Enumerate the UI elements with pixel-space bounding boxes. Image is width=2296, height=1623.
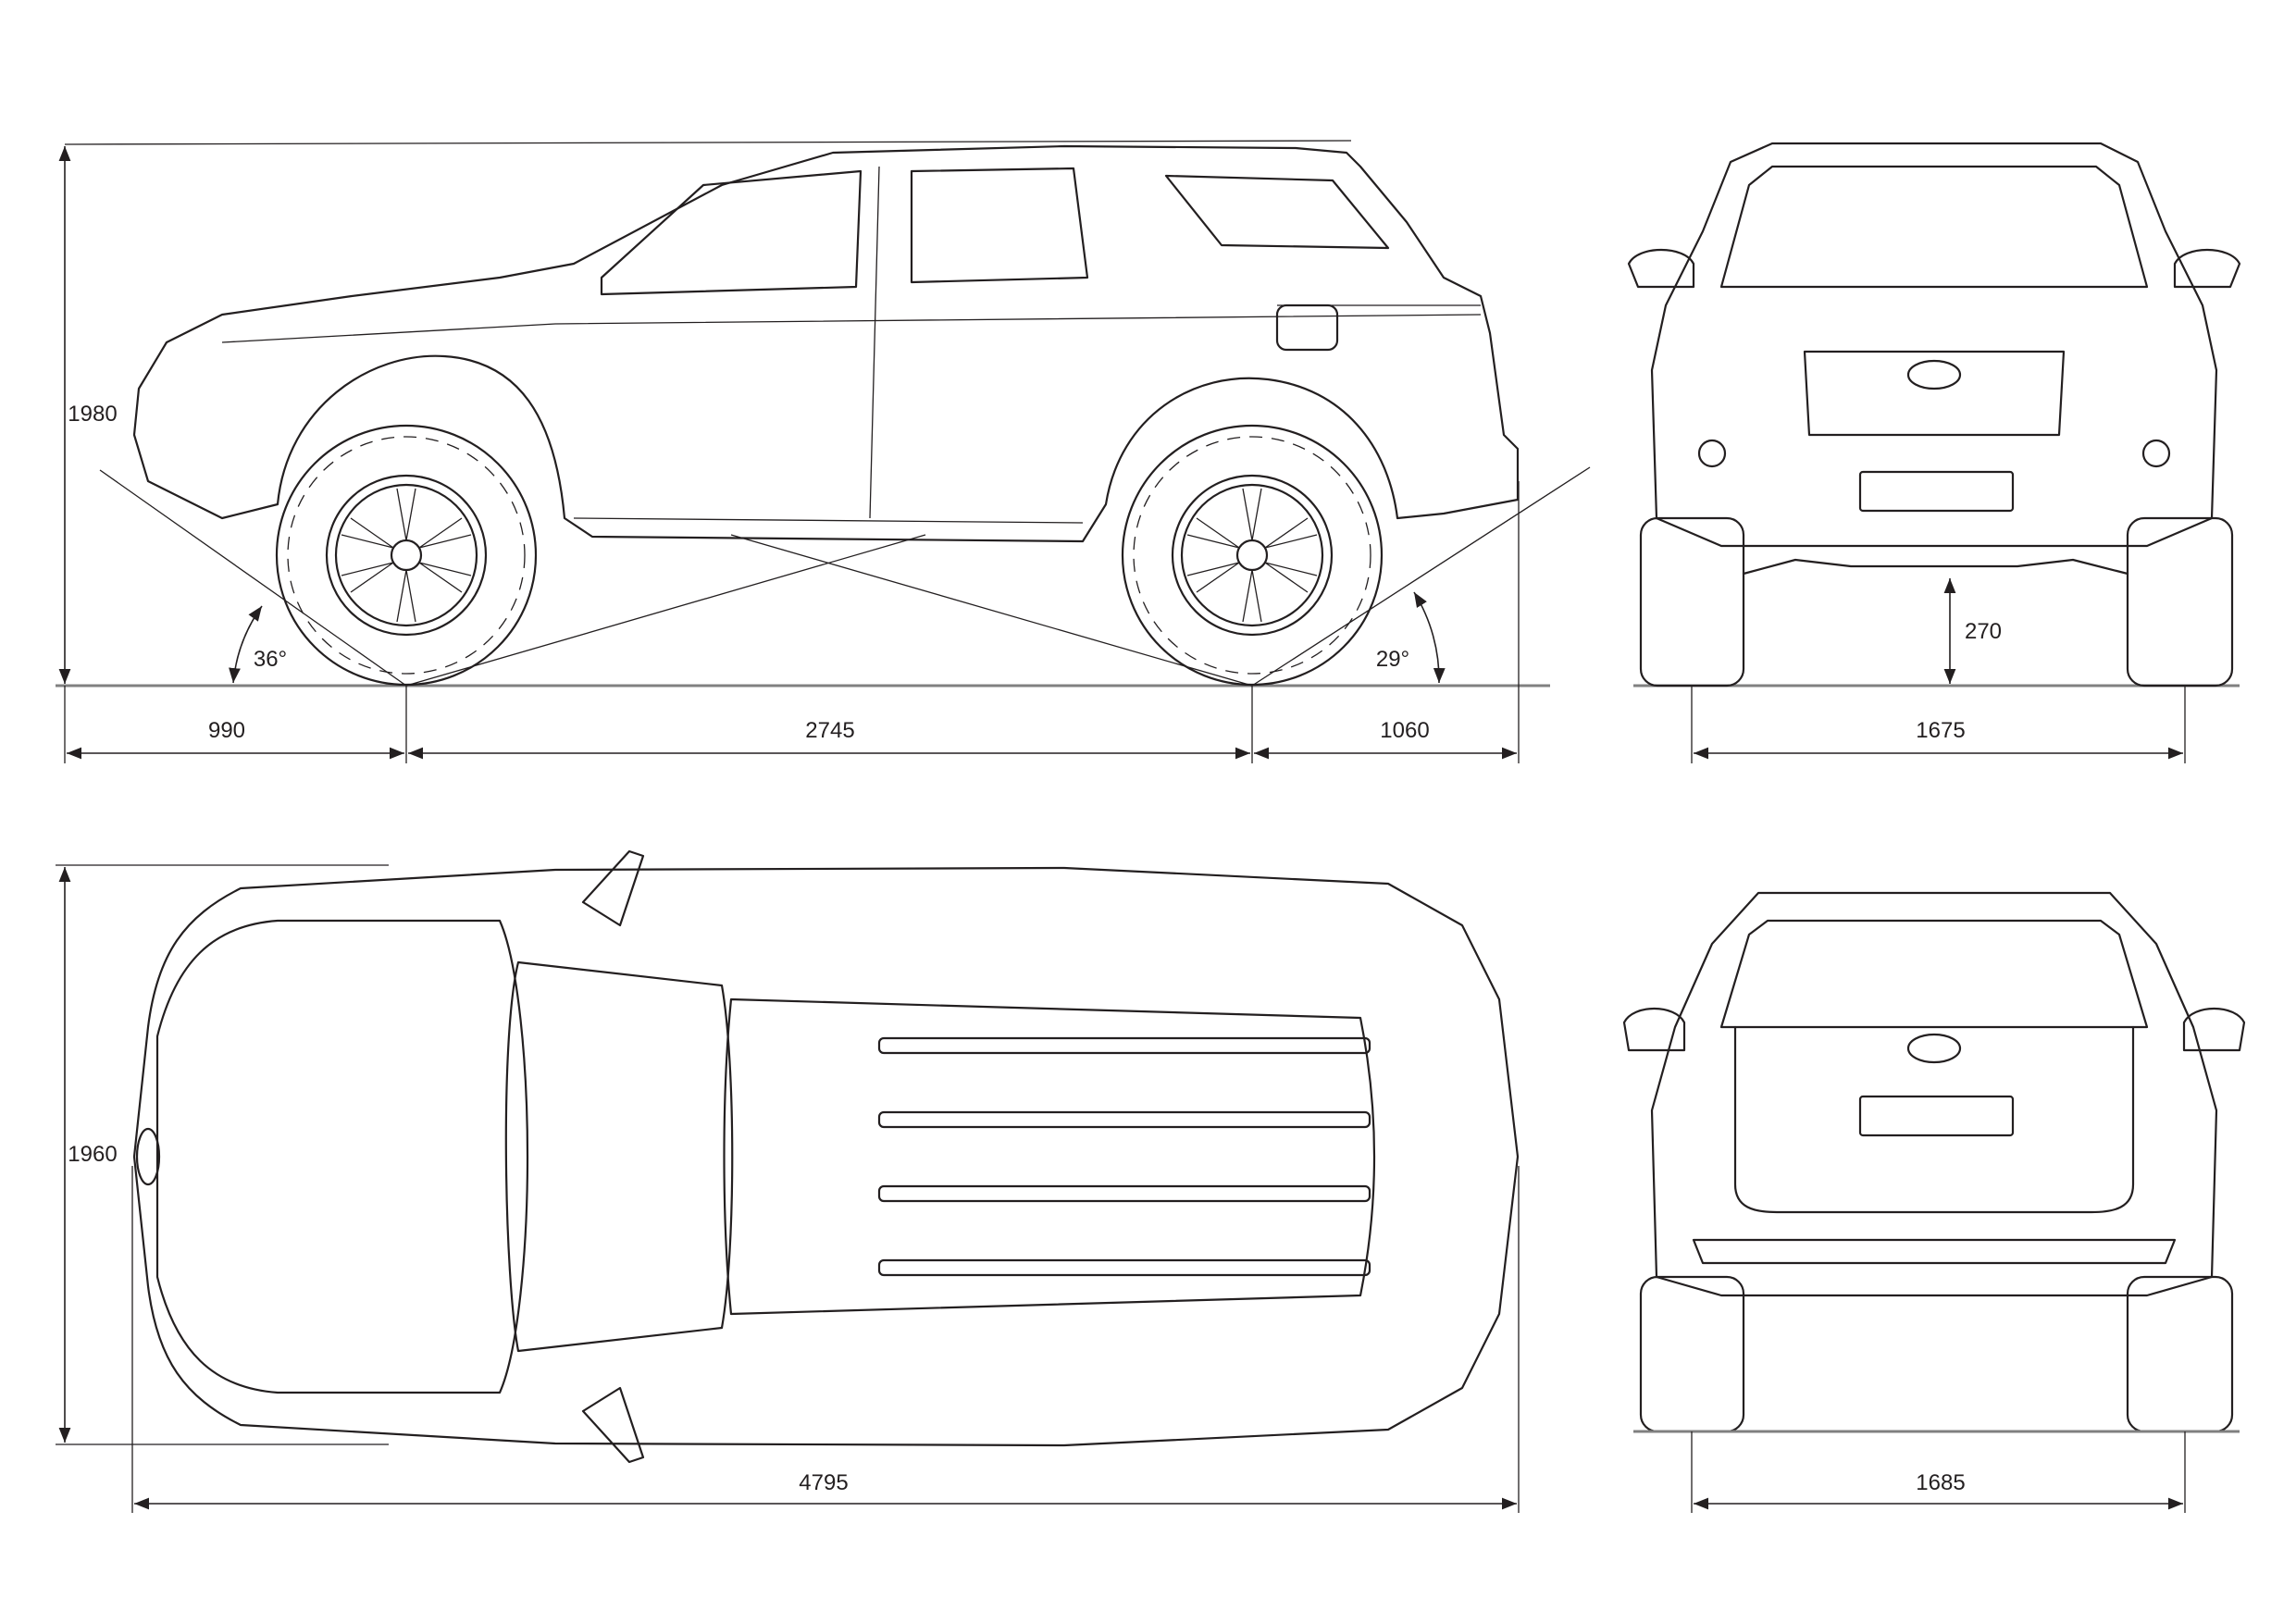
side-mirrors [1627,248,2241,289]
top-view [56,849,1520,1513]
top-mirrors [581,849,645,1464]
approach-angle-line [99,469,407,687]
front-grille [1803,350,2066,437]
fuel-door [1275,304,1339,352]
height-label: 1980 [68,402,118,427]
height-reference-line [64,140,1352,145]
front-track-label: 1675 [1916,718,1966,743]
front-license-plate [1858,470,2015,513]
rear-left-tire [1639,1275,1745,1433]
front-left-tire [1639,516,1745,688]
ground-clearance-label: 270 [1964,619,2003,644]
front-overhang-label: 990 [207,718,246,743]
breakover-line-rear [730,534,1253,687]
rear-window [1719,919,2149,1029]
front-body-outline [1650,142,2218,548]
rear-emblem [1906,1033,1962,1064]
rear-track-label: 1685 [1916,1470,1966,1495]
front-view [1627,142,2241,763]
rear-mirrors [1622,1007,2246,1052]
side-windows [600,167,1390,296]
wheelbase-label: 2745 [805,718,855,743]
departure-angle-arc [1413,591,1446,684]
rear-overhang-label: 1060 [1380,718,1430,743]
rear-body-outline [1650,891,2218,1297]
side-view [56,140,1591,763]
front-right-tire [2126,516,2234,688]
rear-view [1622,891,2246,1513]
rear-right-tire [2126,1275,2234,1433]
roof-rails [877,1036,1371,1277]
rear-wheel [1121,424,1384,687]
top-body-outline [132,866,1520,1447]
top-hood [155,919,529,1394]
length-label: 4795 [799,1470,849,1495]
width-label: 1960 [68,1142,118,1167]
front-windshield [1719,165,2149,289]
tailgate [1733,1025,2135,1214]
departure-angle-label: 29° [1375,647,1410,672]
rear-license-plate [1858,1095,2015,1137]
breakover-line-front [405,534,926,687]
top-windshield [504,960,734,1353]
front-wheel [275,424,538,687]
front-emblem [1906,359,1962,390]
approach-angle-arc [229,605,263,684]
departure-angle-line [1251,466,1591,687]
top-roof [723,997,1376,1316]
approach-angle-label: 36° [253,647,288,672]
side-body-outline [132,144,1520,543]
